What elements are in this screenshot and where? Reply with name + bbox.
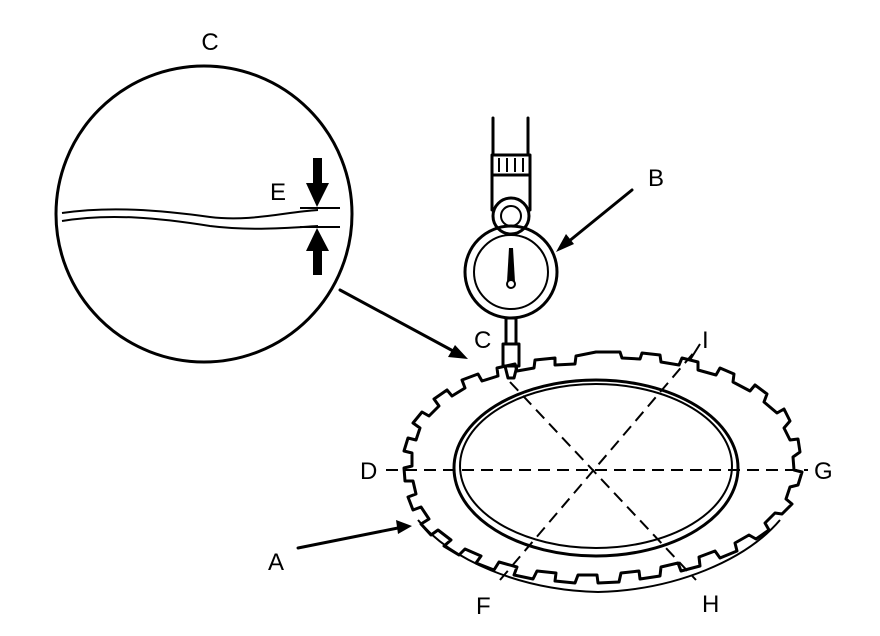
warpage-arrow-down	[306, 158, 329, 207]
dial-indicator	[463, 116, 559, 380]
axis-c-h	[509, 381, 697, 581]
label-a: A	[268, 549, 284, 576]
gauge-face	[473, 234, 549, 310]
plate-inner-edge	[452, 378, 740, 558]
detail-view-c: E C	[54, 29, 354, 364]
leader-i	[689, 343, 701, 361]
stand-clamp	[490, 153, 532, 177]
leader-b	[556, 188, 634, 252]
plate-inner-lip	[459, 383, 733, 549]
gauge-stem	[504, 316, 518, 346]
warpage-arrow-up	[306, 228, 329, 275]
label-d: D	[360, 458, 377, 485]
label-f: F	[476, 593, 491, 620]
label-c-detail: C	[201, 29, 218, 56]
label-e: E	[270, 179, 286, 206]
label-h: H	[702, 591, 719, 618]
label-c-point: C	[474, 327, 491, 354]
axis-f-i	[499, 349, 697, 581]
label-i: I	[702, 327, 709, 354]
leader-a	[296, 520, 412, 550]
plate-edge-bottom-line	[61, 215, 319, 230]
measurement-axes	[386, 349, 808, 581]
gauge-needle	[507, 248, 515, 282]
label-b: B	[648, 165, 664, 192]
clutch-plate	[402, 350, 804, 594]
plate-underside-edge	[417, 519, 781, 594]
detail-leader-arrow	[338, 288, 468, 359]
mounting-hole	[500, 205, 522, 227]
plate-toothed-outline	[402, 350, 804, 585]
gauge-contact-tip	[503, 364, 519, 380]
plate-edge-top-line	[61, 208, 319, 220]
detail-circle	[54, 64, 354, 364]
gauge-needle-hub	[506, 279, 516, 289]
gauge-plunger-collar	[501, 342, 521, 368]
label-g: G	[814, 458, 833, 485]
